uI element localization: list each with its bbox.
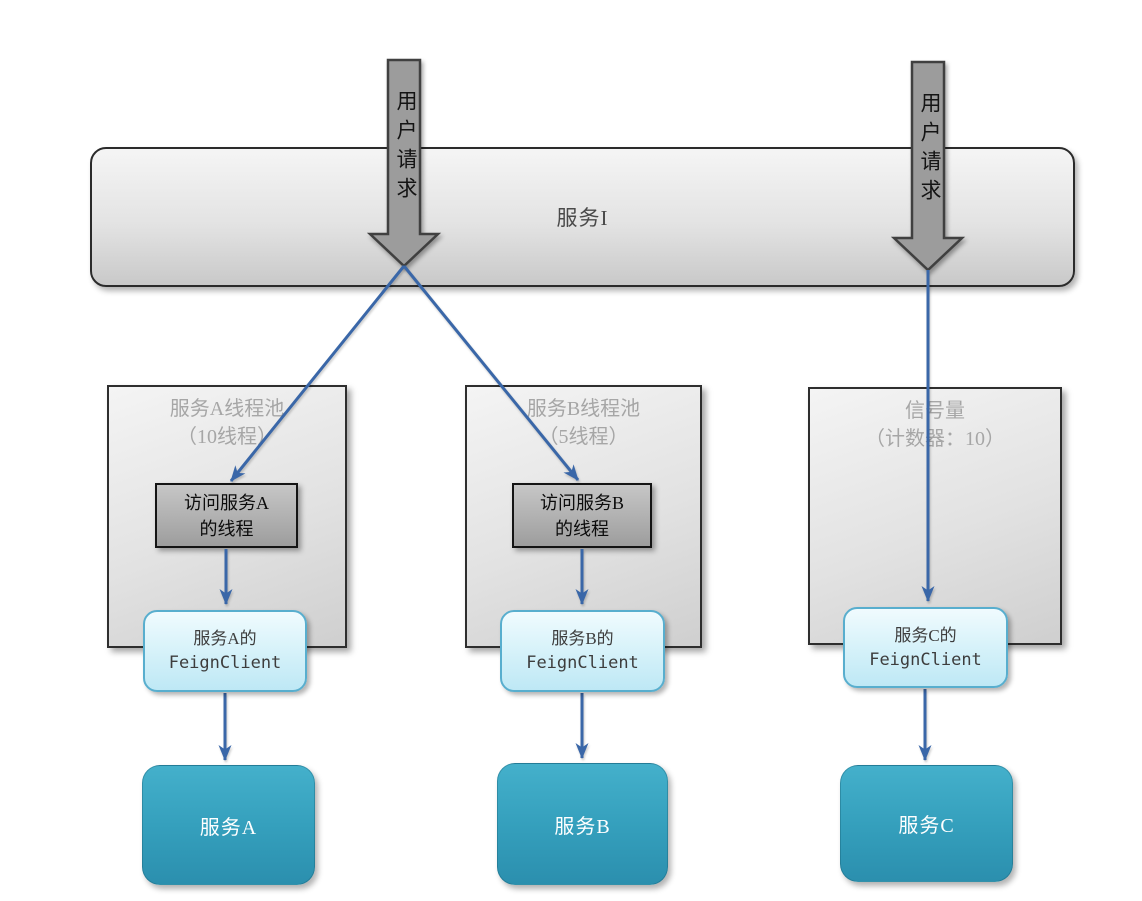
service-c-label: 服务C: [898, 815, 955, 837]
thread-box-b: 访问服务B 的线程: [512, 483, 652, 548]
service-b-box: 服务B: [497, 763, 668, 885]
thread-box-b-line1: 访问服务B: [539, 492, 624, 513]
service-entry-label: 服务I: [556, 206, 609, 230]
feign-client-b: 服务B的 FeignClient: [500, 610, 665, 692]
thread-pool-b-title-line1: 服务B线程池: [526, 398, 641, 420]
semaphore-title-line2: （计数器：10）: [865, 428, 1005, 450]
semaphore-title-line1: 信号量: [905, 400, 965, 422]
feign-client-a-line2: FeignClient: [168, 653, 282, 673]
user-request-label-right: 用户请求: [918, 92, 942, 208]
service-c-box: 服务C: [840, 765, 1013, 882]
thread-pool-a-title-line1: 服务A线程池: [169, 398, 285, 420]
thread-pool-a-title-line2: （10线程）: [177, 426, 277, 448]
semaphore-container: 信号量 （计数器：10）: [808, 387, 1062, 645]
thread-box-b-line2: 的线程: [555, 518, 609, 539]
feign-client-a: 服务A的 FeignClient: [143, 610, 307, 692]
service-b-label: 服务B: [554, 815, 611, 838]
service-a-box: 服务A: [142, 765, 315, 885]
thread-pool-a-title: 服务A线程池 （10线程）: [109, 395, 345, 451]
thread-pool-b-title-line2: （5线程）: [538, 426, 629, 448]
thread-box-a-line2: 的线程: [199, 518, 254, 539]
feign-client-b-line2: FeignClient: [526, 653, 639, 673]
service-a-label: 服务A: [199, 816, 258, 839]
user-request-label-left: 用户请求: [394, 90, 418, 206]
feign-client-c-line2: FeignClient: [869, 649, 982, 670]
semaphore-title: 信号量 （计数器：10）: [810, 397, 1060, 453]
feign-client-c: 服务C的 FeignClient: [843, 607, 1008, 688]
feign-client-c-line1: 服务C的: [894, 625, 957, 645]
thread-box-a-line1: 访问服务A: [184, 492, 269, 513]
thread-box-a: 访问服务A 的线程: [155, 483, 298, 548]
thread-pool-b-title: 服务B线程池 （5线程）: [467, 395, 700, 451]
feign-client-a-line1: 服务A的: [193, 629, 257, 648]
feign-client-b-line1: 服务B的: [551, 629, 614, 648]
